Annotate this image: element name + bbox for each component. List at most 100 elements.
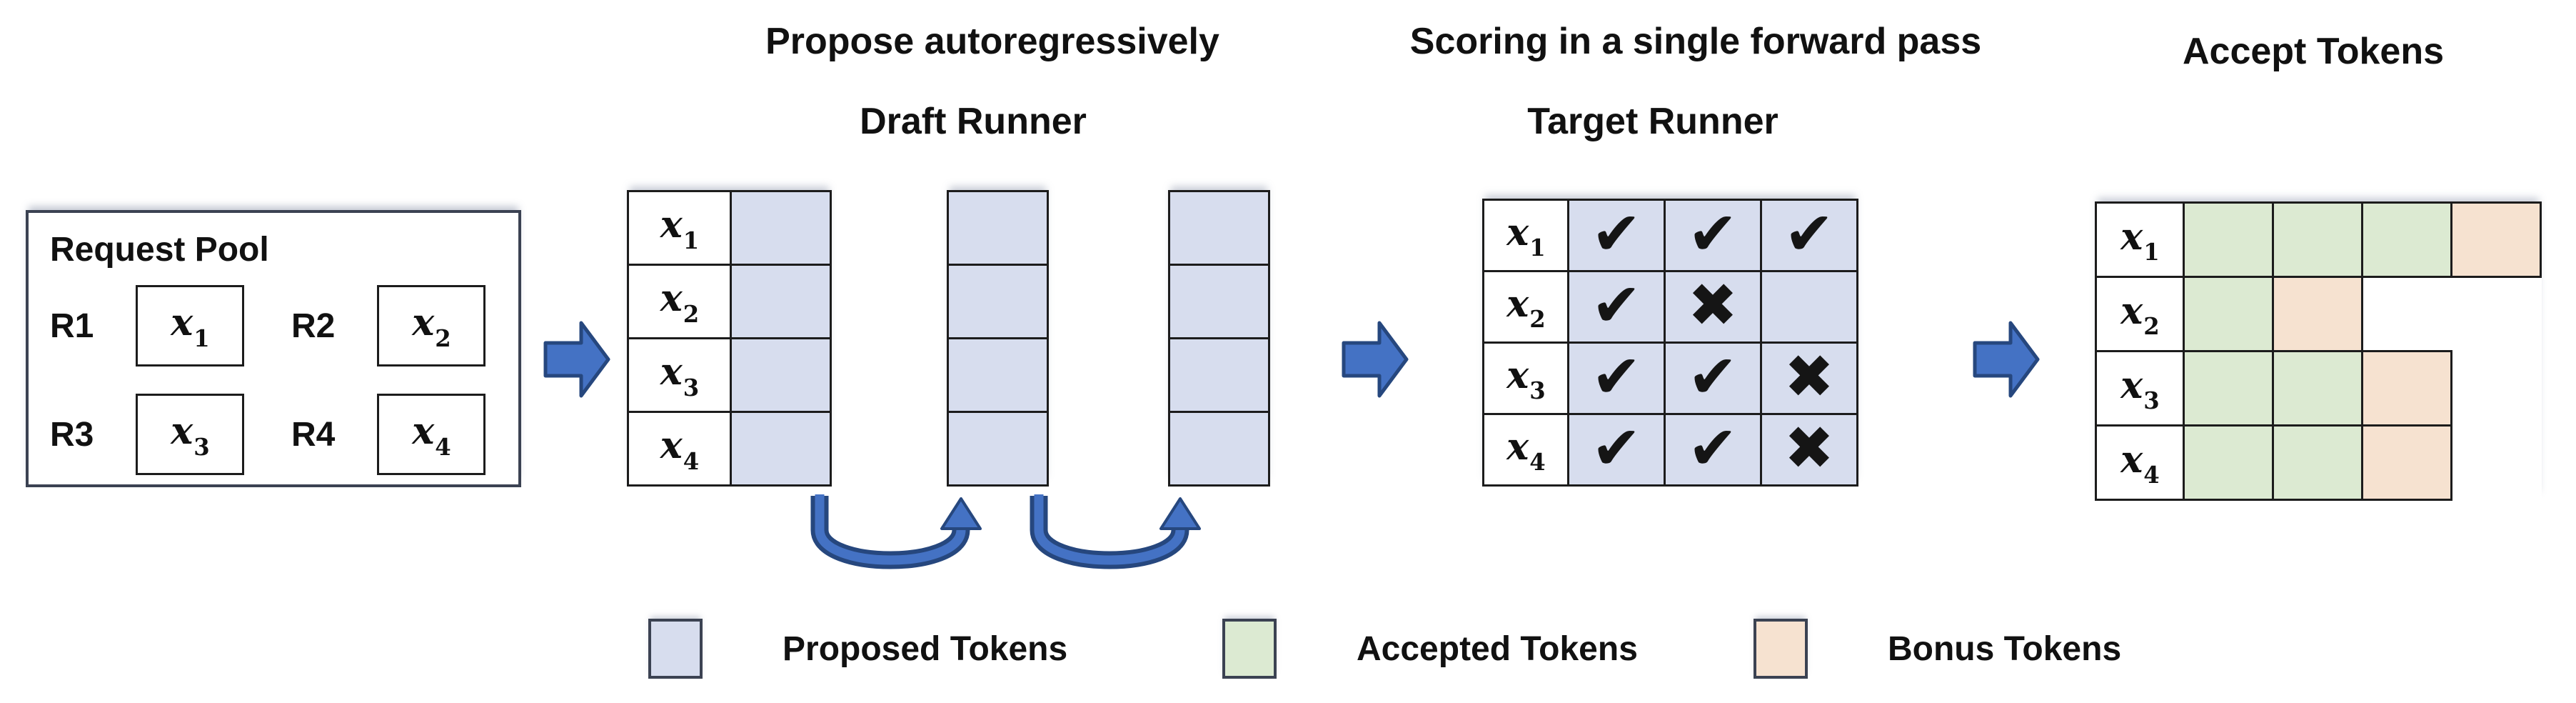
target-step-title: Scoring in a single forward pass: [1409, 21, 1982, 62]
legend-item-proposed: Proposed Tokens: [648, 619, 1067, 679]
legend-label: Accepted Tokens: [1357, 629, 1638, 668]
math-token: x4: [660, 424, 700, 475]
proposed-swatch: [648, 619, 703, 679]
check-mark-cell: ✔: [1567, 270, 1666, 344]
blank-mark-cell: [1760, 270, 1858, 344]
grid-row: [947, 337, 1049, 413]
check-mark-cell: ✔: [1664, 199, 1762, 272]
draft-token-label-cell: x2: [627, 264, 732, 339]
grid-row: x4: [627, 411, 832, 487]
accept-tokens-grid: x1 x2 x3 x4: [2095, 201, 2542, 501]
target-token-label-cell: x3: [1482, 341, 1569, 415]
proposed-token-cell: [730, 264, 832, 339]
grid-row: x3✔✔✖: [1482, 341, 1858, 415]
math-token: x3: [660, 350, 700, 402]
request-pool-title: Request Pool: [50, 231, 269, 269]
flow-arrow-icon: [1342, 321, 1409, 398]
accepted-token-cell: [2183, 201, 2274, 278]
accept-token-label-cell: x1: [2095, 201, 2185, 278]
token-box: x2: [377, 285, 485, 367]
legend-item-accepted: Accepted Tokens: [1222, 619, 1638, 679]
flow-arrow-icon: [1973, 321, 2040, 398]
math-token: x3: [1506, 353, 1546, 405]
request-item: R1 x1: [50, 284, 244, 367]
grid-row: x3: [2095, 350, 2542, 427]
math-token: x1: [2120, 214, 2160, 266]
request-label: R3: [50, 415, 94, 454]
draft-grid-labeled: x1 x2 x3 x4: [627, 190, 832, 487]
accepted-token-cell: [2361, 201, 2452, 278]
proposed-token-cell: [947, 264, 1049, 339]
math-token: x2: [2120, 289, 2160, 341]
grid-row: x1: [627, 190, 832, 266]
grid-row: x2: [627, 264, 832, 339]
math-token: x1: [171, 301, 210, 352]
check-mark-cell: ✔: [1664, 413, 1762, 487]
grid-row: [1168, 190, 1270, 266]
proposed-token-cell: [730, 337, 832, 413]
token-box: x3: [136, 394, 244, 475]
grid-row: x1✔✔✔: [1482, 199, 1858, 272]
draft-token-label-cell: x1: [627, 190, 732, 266]
math-token: x2: [660, 276, 700, 328]
grid-row: [1168, 337, 1270, 413]
target-token-label-cell: x1: [1482, 199, 1569, 272]
proposed-token-cell: [730, 190, 832, 266]
grid-row: [1168, 411, 1270, 487]
request-label: R1: [50, 306, 94, 345]
accept-token-label-cell: x3: [2095, 350, 2185, 427]
proposed-token-cell: [1168, 337, 1270, 413]
grid-row: x2: [2095, 276, 2542, 352]
proposed-token-cell: [1168, 190, 1270, 266]
math-token: x2: [412, 301, 451, 352]
target-token-label-cell: x4: [1482, 413, 1569, 487]
proposed-token-cell: [947, 411, 1049, 487]
grid-row: x4✔✔✖: [1482, 413, 1858, 487]
grid-row: x1: [2095, 201, 2542, 278]
target-scoring-grid: x1✔✔✔x2✔✖x3✔✔✖x4✔✔✖: [1482, 199, 1858, 487]
grid-row: x3: [627, 337, 832, 413]
request-item: R2 x2: [291, 284, 485, 367]
grid-row: [1168, 264, 1270, 339]
proposed-token-cell: [730, 411, 832, 487]
check-mark-cell: ✔: [1567, 413, 1666, 487]
accept-token-label-cell: x4: [2095, 424, 2185, 501]
accepted-token-cell: [2183, 350, 2274, 427]
math-token: x4: [1506, 424, 1546, 477]
math-token: x1: [660, 203, 700, 254]
check-mark-cell: ✔: [1567, 199, 1666, 272]
grid-row: x2✔✖: [1482, 270, 1858, 344]
draft-token-label-cell: x4: [627, 411, 732, 487]
accepted-token-cell: [2183, 276, 2274, 352]
accept-token-label-cell: x2: [2095, 276, 2185, 352]
accepted-token-cell: [2272, 201, 2363, 278]
cross-mark-cell: ✖: [1664, 270, 1762, 344]
bonus-swatch: [1754, 619, 1808, 679]
draft-grid-step3: [1168, 190, 1270, 487]
legend-label: Proposed Tokens: [783, 629, 1068, 668]
check-mark-cell: ✔: [1760, 199, 1858, 272]
accepted-swatch: [1222, 619, 1277, 679]
legend-item-bonus: Bonus Tokens: [1754, 619, 2121, 679]
cross-mark-cell: ✖: [1760, 341, 1858, 415]
accepted-token-cell: [2272, 350, 2363, 427]
bonus-token-cell: [2450, 201, 2542, 278]
target-token-label-cell: x2: [1482, 270, 1569, 344]
request-label: R2: [291, 306, 336, 345]
request-label: R4: [291, 415, 336, 454]
draft-runner-title: Draft Runner: [860, 101, 1087, 142]
flow-arrow-icon: [543, 321, 610, 398]
math-token: x4: [412, 409, 451, 461]
grid-row: [947, 264, 1049, 339]
proposed-token-cell: [1168, 264, 1270, 339]
math-token: x4: [2120, 437, 2160, 489]
check-mark-cell: ✔: [1567, 341, 1666, 415]
draft-grid-step2: [947, 190, 1049, 487]
target-runner-title: Target Runner: [1527, 101, 1778, 142]
draft-token-label-cell: x3: [627, 337, 732, 413]
proposed-token-cell: [947, 337, 1049, 413]
token-box: x1: [136, 285, 244, 367]
check-mark-cell: ✔: [1664, 341, 1762, 415]
